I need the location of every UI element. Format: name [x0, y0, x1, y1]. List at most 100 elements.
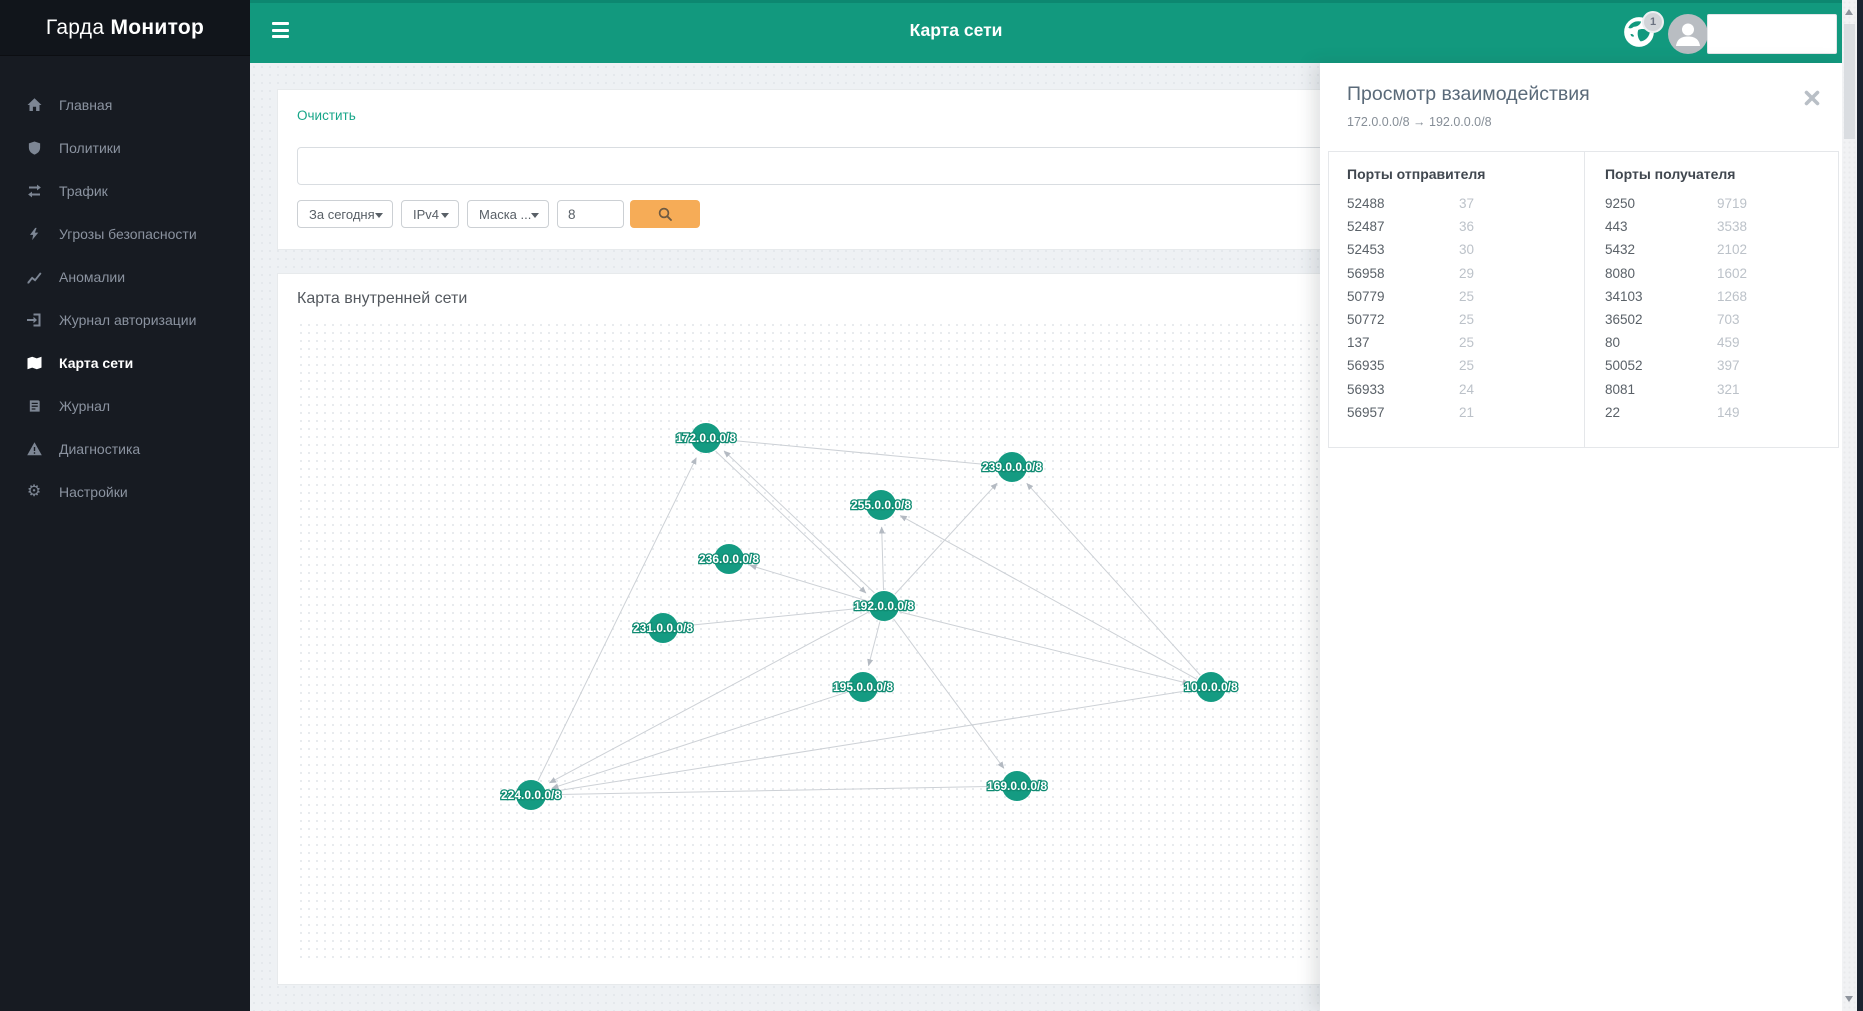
protocol-dropdown-label: IPv4	[413, 206, 440, 222]
home-icon	[24, 96, 44, 113]
network-node-label: 224.0.0.0/8	[501, 788, 561, 802]
port-count: 37	[1459, 196, 1475, 212]
chevron-down-icon	[375, 213, 383, 218]
sidebar-item-6[interactable]: Журнал авторизации	[0, 298, 250, 341]
page-title: Карта сети	[909, 20, 1003, 40]
sidebar-item-label: Журнал	[59, 397, 111, 414]
port-count: 703	[1716, 312, 1740, 328]
port-number: 56958	[1347, 265, 1385, 281]
network-edge	[749, 564, 869, 602]
sidebar-item-label: Трафик	[59, 182, 108, 199]
port-count: 459	[1716, 335, 1740, 351]
period-dropdown[interactable]: За сегодня	[297, 200, 393, 228]
network-node-circle[interactable]	[866, 490, 896, 520]
sender-ports-header: Порты отправителя	[1347, 166, 1486, 182]
mask-dropdown[interactable]: Маска ...	[467, 200, 549, 228]
network-edge	[898, 611, 1190, 686]
network-node[interactable]: 236.0.0.0/8	[698, 544, 761, 574]
sender-port-row: 52488 37	[1347, 192, 1584, 215]
menu-toggle-icon[interactable]	[272, 22, 294, 44]
clear-link[interactable]: Очистить	[297, 108, 356, 123]
sidebar-item-8[interactable]: Журнал	[0, 384, 250, 427]
sender-port-row: 52453 30	[1347, 238, 1584, 261]
network-edge	[899, 515, 1198, 680]
sidebar-item-label: Главная	[59, 96, 113, 113]
network-node[interactable]: 255.0.0.0/8	[850, 490, 913, 520]
network-node[interactable]: 10.0.0.0/8	[1183, 672, 1239, 702]
port-count: 2102	[1716, 242, 1748, 258]
network-node[interactable]: 195.0.0.0/8	[832, 672, 895, 702]
protocol-dropdown[interactable]: IPv4	[401, 200, 459, 228]
map-card-title: Карта внутренней сети	[297, 290, 468, 307]
search-button[interactable]	[630, 200, 700, 228]
brand-bold: Монитор	[110, 16, 205, 39]
sidebar-item-7[interactable]: Карта сети	[0, 341, 250, 384]
network-node-circle[interactable]	[516, 780, 546, 810]
port-number: 137	[1347, 335, 1370, 351]
gear-icon: ⚙	[26, 482, 42, 500]
network-node-circle[interactable]	[1002, 771, 1032, 801]
sidebar-item-1[interactable]: Главная	[0, 83, 250, 126]
network-edge	[893, 618, 1005, 769]
scrollbar[interactable]	[1842, 0, 1857, 1011]
sidebar-item-3[interactable]: Трафик	[0, 169, 250, 212]
network-edge	[678, 605, 863, 627]
port-number: 56957	[1347, 404, 1385, 420]
mask-value-input[interactable]	[557, 200, 624, 228]
chevron-down-icon	[531, 213, 539, 218]
port-count: 30	[1459, 242, 1475, 258]
network-node-circle[interactable]	[648, 613, 678, 643]
avatar[interactable]	[1668, 14, 1708, 54]
port-number: 50052	[1604, 358, 1643, 374]
search-icon	[658, 207, 672, 221]
network-edge	[1026, 482, 1201, 676]
close-icon[interactable]	[1803, 89, 1823, 109]
port-count: 321	[1716, 381, 1740, 397]
network-node-circle[interactable]	[869, 591, 899, 621]
port-count: 25	[1459, 358, 1475, 374]
sidebar-item-2[interactable]: Политики	[0, 126, 250, 169]
sidebar-item-label: Настройки	[59, 483, 128, 500]
network-node[interactable]: 192.0.0.0/8	[853, 591, 916, 621]
sidebar-item-10[interactable]: ⚙ Настройки	[0, 470, 250, 513]
scroll-up-icon[interactable]	[1845, 9, 1853, 15]
sidebar-item-9[interactable]: Диагностика	[0, 427, 250, 470]
sidebar-item-4[interactable]: Угрозы безопасности	[0, 212, 250, 255]
network-node-circle[interactable]	[997, 452, 1027, 482]
port-number: 52488	[1347, 196, 1385, 212]
network-edge	[551, 691, 848, 790]
network-node[interactable]: 169.0.0.0/8	[986, 771, 1049, 801]
port-count: 29	[1459, 265, 1475, 281]
network-node-label: 169.0.0.0/8	[987, 779, 1047, 793]
chevron-down-icon	[441, 213, 449, 218]
sidebar-item-label: Политики	[59, 139, 121, 156]
chart-icon	[24, 268, 44, 285]
network-edge	[867, 621, 881, 667]
user-box[interactable]	[1707, 14, 1837, 54]
port-number: 56933	[1347, 381, 1385, 397]
network-node[interactable]: 231.0.0.0/8	[632, 613, 695, 643]
network-node[interactable]: 239.0.0.0/8	[981, 452, 1044, 482]
network-node-circle[interactable]	[848, 672, 878, 702]
port-number: 52453	[1347, 242, 1385, 258]
network-node-circle[interactable]	[1196, 672, 1226, 702]
globe-icon[interactable]: 1	[1622, 11, 1664, 51]
network-node-circle[interactable]	[691, 423, 721, 453]
network-node[interactable]: 172.0.0.0/8	[675, 423, 738, 453]
scroll-down-icon[interactable]	[1845, 996, 1853, 1002]
scrollbar-thumb[interactable]	[1844, 24, 1855, 139]
network-node[interactable]: 224.0.0.0/8	[500, 780, 563, 810]
network-node-circle[interactable]	[714, 544, 744, 574]
network-edge	[878, 526, 885, 591]
port-count: 21	[1459, 404, 1475, 420]
panel-subtitle: 172.0.0.0/8 → 192.0.0.0/8	[1347, 115, 1492, 129]
sidebar-item-5[interactable]: Аномалии	[0, 255, 250, 298]
